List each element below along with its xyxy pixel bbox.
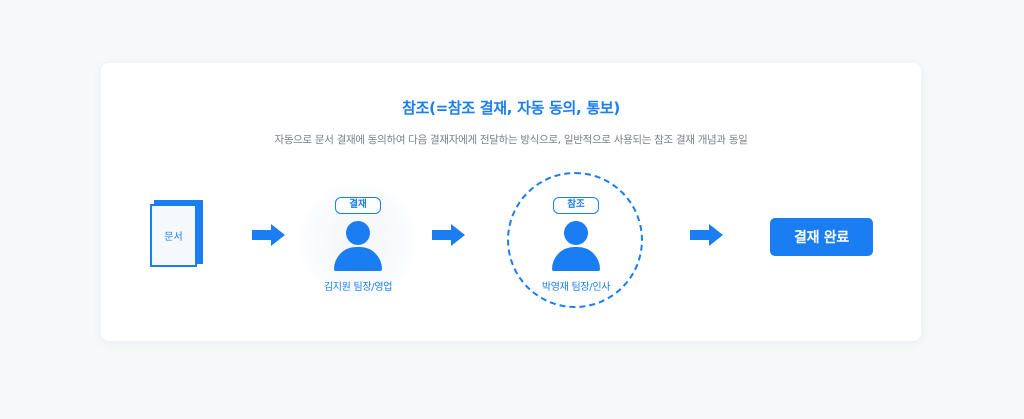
diagram-title: 참조(=참조 결재, 자동 동의, 통보) [402,99,620,117]
arrow-right-icon [432,224,466,246]
document-front-sheet: 문서 [150,204,197,267]
reference-name: 박영재 팀장/인사 [541,282,611,293]
reference-node: 참조 박영재 팀장/인사 [506,171,646,311]
approver-name: 김지원 팀장/영업 [323,282,393,293]
person-icon [552,221,600,271]
dashed-circle [507,172,643,308]
document-label: 문서 [164,232,183,243]
arrow-right-icon [690,224,724,246]
reference-badge: 참조 [553,197,599,214]
diagram-subtitle: 자동으로 문서 결재에 동의하여 다음 결재자에게 전달하는 방식으로, 일반적… [274,134,748,146]
document-icon: 문서 [149,198,205,268]
arrow-right-icon [252,224,286,246]
approval-node: 결재 김지원 팀장/영업 [288,171,428,311]
approval-badge: 결재 [335,197,381,214]
diagram-card: 참조(=참조 결재, 자동 동의, 통보) 자동으로 문서 결재에 동의하여 다… [101,63,921,341]
person-icon [334,221,382,271]
approval-complete-box: 결재 완료 [770,218,873,256]
